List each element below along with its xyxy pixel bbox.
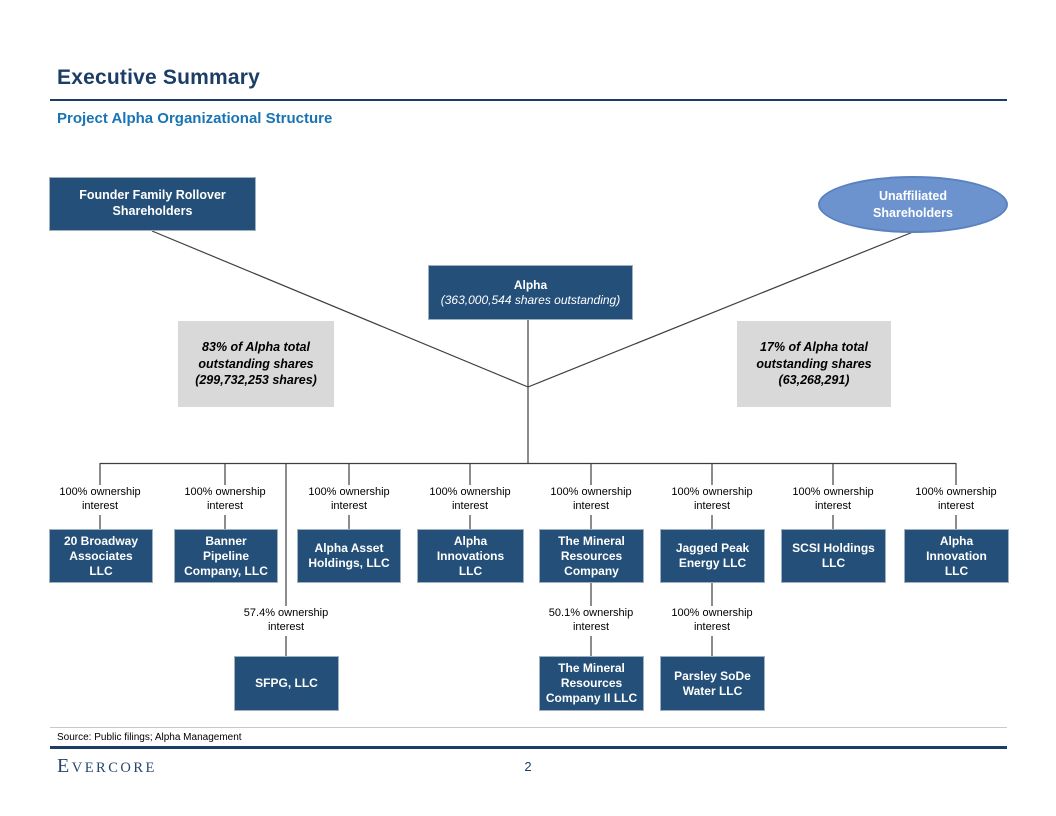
unaffiliated-shareholders-ellipse: Unaffiliated Shareholders (818, 176, 1008, 233)
ownership-label: 57.4% ownership interest (226, 606, 346, 636)
ownership-label: 100% ownership interest (652, 606, 772, 636)
page-subtitle: Project Alpha Organizational Structure (57, 110, 333, 127)
subsidiary-box-alpha-innovations: Alpha Innovations LLC (417, 529, 524, 583)
page-title: Executive Summary (57, 66, 261, 89)
ownership-label: 100% ownership interest (289, 485, 409, 515)
page-number: 2 (524, 759, 532, 774)
source-note: Source: Public filings; Alpha Management (57, 732, 242, 743)
evercore-logo: Evercore (57, 755, 157, 777)
ownership-label: 100% ownership interest (652, 485, 772, 515)
ownership-label: 100% ownership interest (410, 485, 530, 515)
ownership-label: 100% ownership interest (531, 485, 651, 515)
subsidiary-box-scsi-holdings: SCSI Holdings LLC (781, 529, 886, 583)
ownership-label: 100% ownership interest (40, 485, 160, 515)
subsidiary-box-alpha-asset-holdings: Alpha Asset Holdings, LLC (297, 529, 401, 583)
ownership-label: 50.1% ownership interest (531, 606, 651, 636)
level2-box-mineral-resources-ii: The Mineral Resources Company II LLC (539, 656, 644, 711)
ownership-label: 100% ownership interest (773, 485, 893, 515)
footer-rule (50, 746, 1007, 749)
alpha-shares-outstanding: (363,000,544 shares outstanding) (440, 292, 621, 307)
alpha-box: Alpha (363,000,544 shares outstanding) (428, 265, 633, 320)
ownership-note-right: 17% of Alpha total outstanding shares (6… (737, 321, 891, 407)
level2-box-parsley-sode-water: Parsley SoDe Water LLC (660, 656, 765, 711)
subsidiary-box-mineral-resources: The Mineral Resources Company (539, 529, 644, 583)
subsidiary-box-banner-pipeline: Banner Pipeline Company, LLC (174, 529, 278, 583)
ownership-label: 100% ownership interest (165, 485, 285, 515)
subsidiary-box-jagged-peak: Jagged Peak Energy LLC (660, 529, 765, 583)
ownership-label: 100% ownership interest (896, 485, 1016, 515)
subsidiary-box-20-broadway: 20 Broadway Associates LLC (49, 529, 153, 583)
title-rule (50, 99, 1007, 101)
ownership-note-left: 83% of Alpha total outstanding shares (2… (178, 321, 334, 407)
founder-family-rollover-shareholders-box: Founder Family Rollover Shareholders (49, 177, 256, 231)
subsidiary-box-alpha-innovation: Alpha Innovation LLC (904, 529, 1009, 583)
source-divider (50, 727, 1007, 728)
alpha-name: Alpha (513, 277, 548, 292)
level2-box-sfpg: SFPG, LLC (234, 656, 339, 711)
